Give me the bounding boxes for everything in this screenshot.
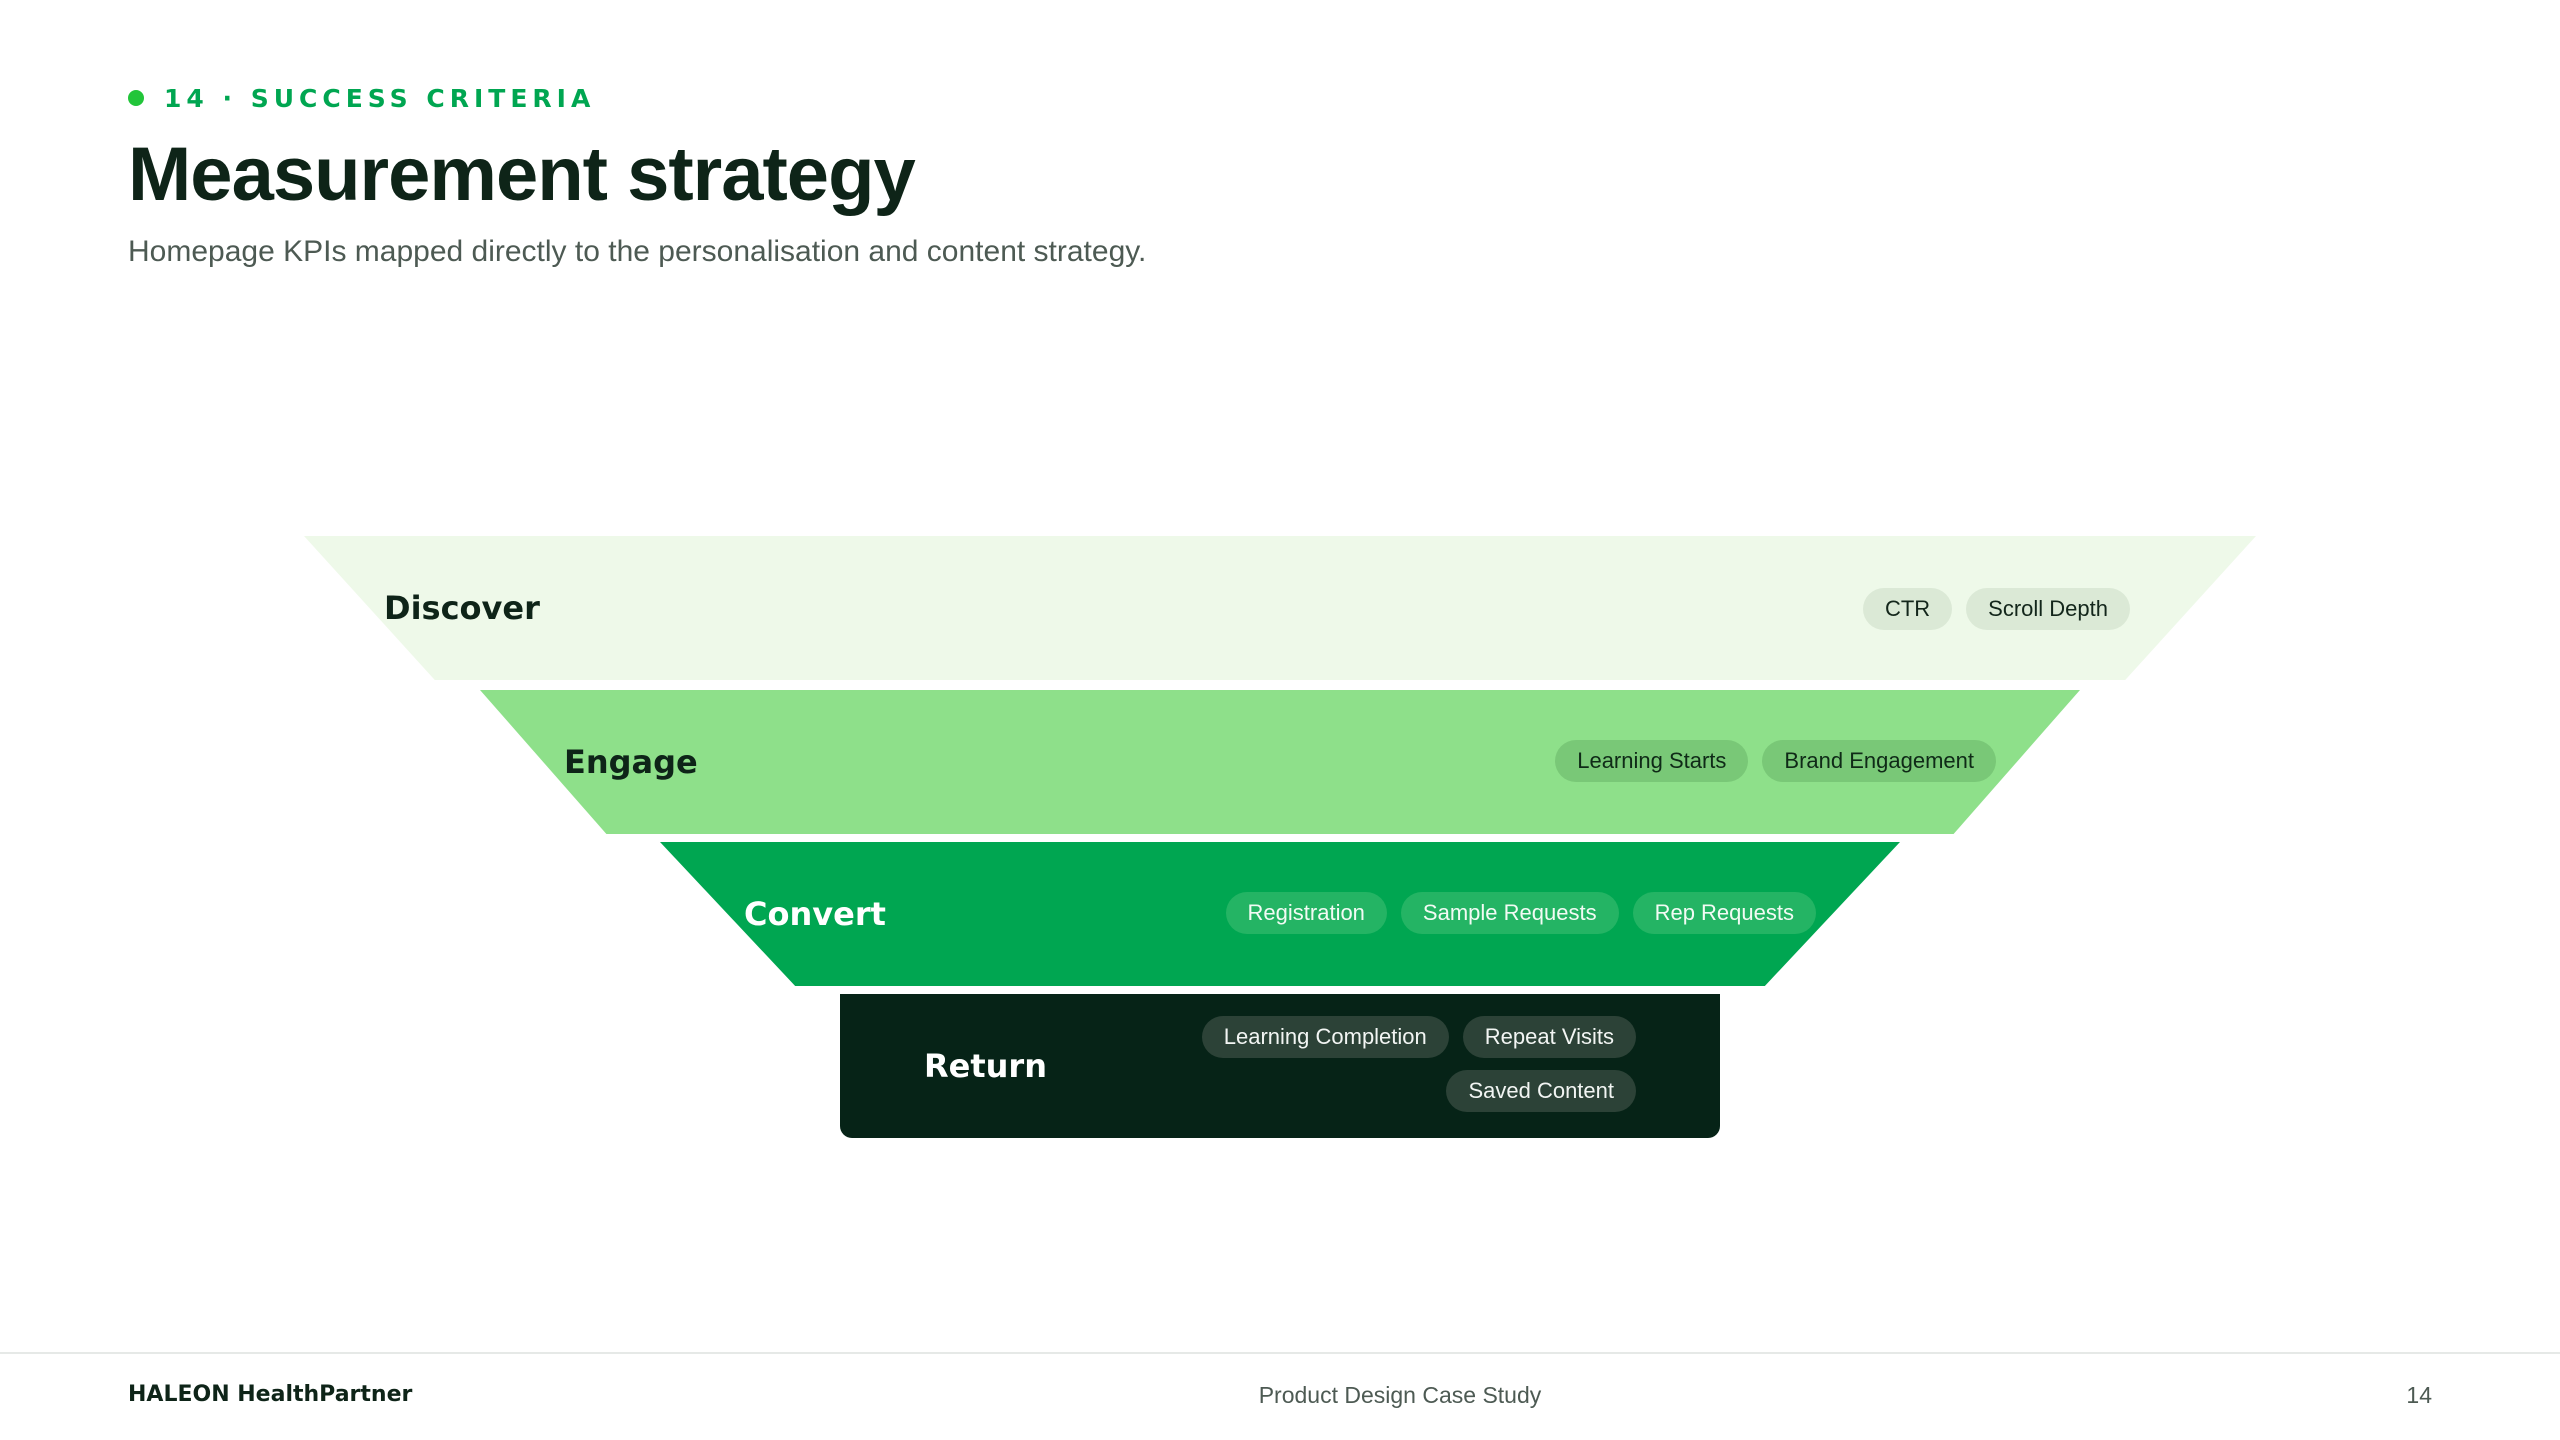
kpi-pill-group: CTR Scroll Depth (1862, 588, 2130, 630)
stage-label: Convert (744, 895, 886, 933)
kpi-pill: Repeat Visits (1462, 1016, 1636, 1058)
funnel-stage-discover: Discover CTR Scroll Depth (304, 536, 2256, 680)
footer-divider (0, 1352, 2560, 1354)
kpi-pill: CTR (1862, 588, 1953, 630)
stage-label: Discover (384, 589, 540, 627)
kpi-pill-group: Registration Sample Requests Rep Request… (1225, 892, 1816, 934)
section-eyebrow: 14 · SUCCESS CRITERIA (128, 78, 595, 118)
kpi-pill-group: Learning Starts Brand Engagement (1555, 740, 1996, 782)
eyebrow-text: 14 · SUCCESS CRITERIA (164, 83, 596, 113)
funnel-stage-return: Return Learning Completion Repeat Visits… (840, 994, 1720, 1138)
kpi-pill: Learning Starts (1555, 740, 1749, 782)
kpi-pill: Sample Requests (1400, 892, 1619, 934)
bullet-dot-icon (128, 90, 144, 106)
funnel-stage-convert: Convert Registration Sample Requests Rep… (660, 842, 1900, 986)
kpi-pill: Registration (1225, 892, 1387, 934)
footer-brand-logo: HALEON HealthPartner (128, 1382, 413, 1407)
page-number: 14 (2406, 1382, 2432, 1408)
kpi-pill: Learning Completion (1201, 1016, 1449, 1058)
stage-label: Return (924, 1047, 1047, 1085)
kpi-pill: Scroll Depth (1966, 588, 2130, 630)
funnel-stage-engage: Engage Learning Starts Brand Engagement (480, 690, 2080, 834)
footer-caption: Product Design Case Study (1258, 1382, 1542, 1408)
kpi-pill: Saved Content (1446, 1070, 1636, 1112)
kpi-pill-group: Learning Completion Repeat Visits Saved … (1176, 1016, 1636, 1112)
page-subtitle: Homepage KPIs mapped directly to the per… (128, 235, 1147, 268)
kpi-pill: Rep Requests (1632, 892, 1816, 934)
kpi-pill: Brand Engagement (1762, 740, 1996, 782)
stage-label: Engage (564, 743, 698, 781)
page-title: Measurement strategy (128, 132, 916, 217)
